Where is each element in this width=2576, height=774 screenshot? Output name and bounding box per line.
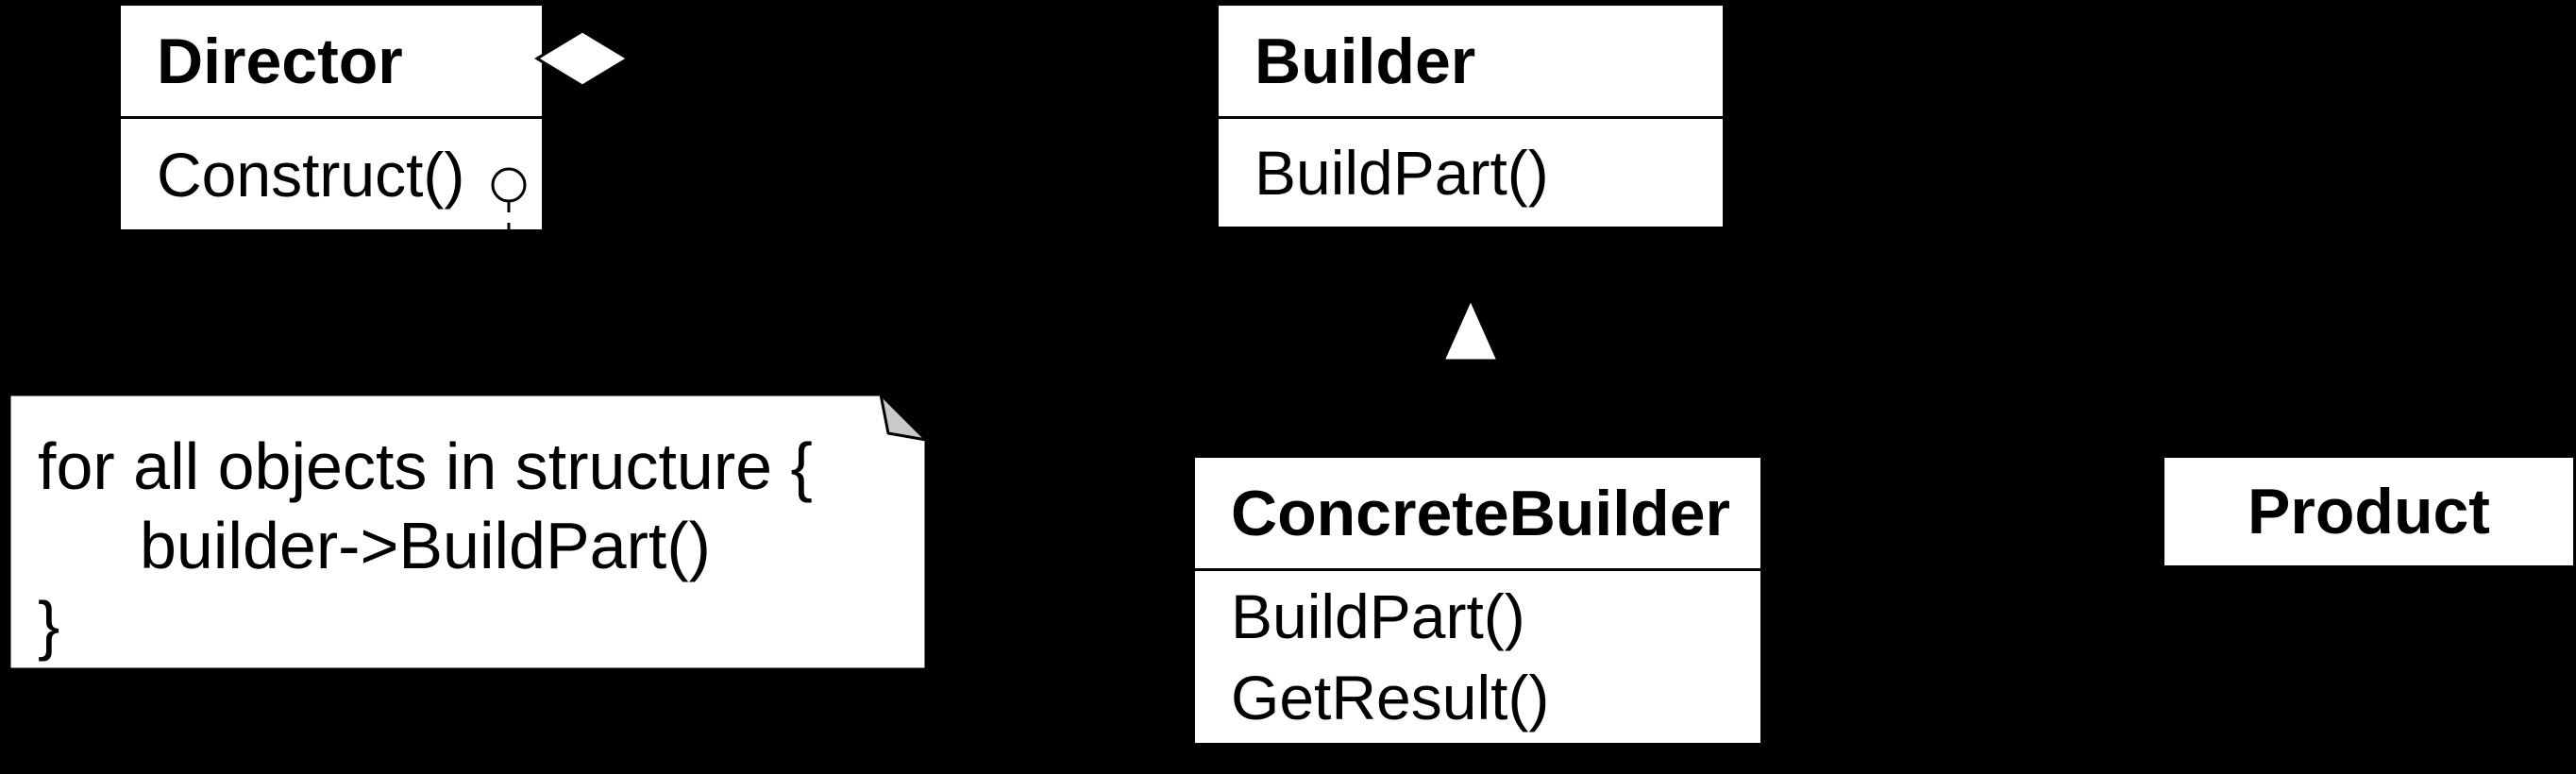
class-product: Product (2162, 455, 2576, 568)
class-concrete-builder-name: ConcreteBuilder (1195, 458, 1760, 571)
class-concrete-builder-method-buildpart: BuildPart() (1231, 581, 1525, 651)
class-concrete-builder-method-getresult: GetResult() (1231, 663, 1550, 732)
class-builder: Builder BuildPart() (1216, 3, 1726, 229)
note-line-1: for all objects in structure { (38, 429, 813, 503)
generalization-triangle-icon (1440, 295, 1501, 362)
class-builder-method-buildpart: BuildPart() (1254, 138, 1549, 208)
class-director-name: Director (121, 6, 542, 119)
class-director: Director Construct() (118, 3, 545, 232)
class-director-methods: Construct() (121, 119, 542, 229)
class-concrete-builder-methods: BuildPart() GetResult() (1195, 571, 1760, 743)
note-line-3: } (38, 588, 60, 662)
class-product-name: Product (2248, 476, 2490, 547)
class-builder-name: Builder (1219, 6, 1723, 119)
aggregation-diamond-icon (534, 29, 631, 88)
note-line-2: builder->BuildPart() (140, 509, 711, 582)
class-builder-methods: BuildPart() (1219, 119, 1723, 227)
class-director-method-construct: Construct() (157, 139, 465, 210)
class-concrete-builder: ConcreteBuilder BuildPart() GetResult() (1192, 455, 1763, 746)
note-dogear-icon (879, 393, 928, 442)
